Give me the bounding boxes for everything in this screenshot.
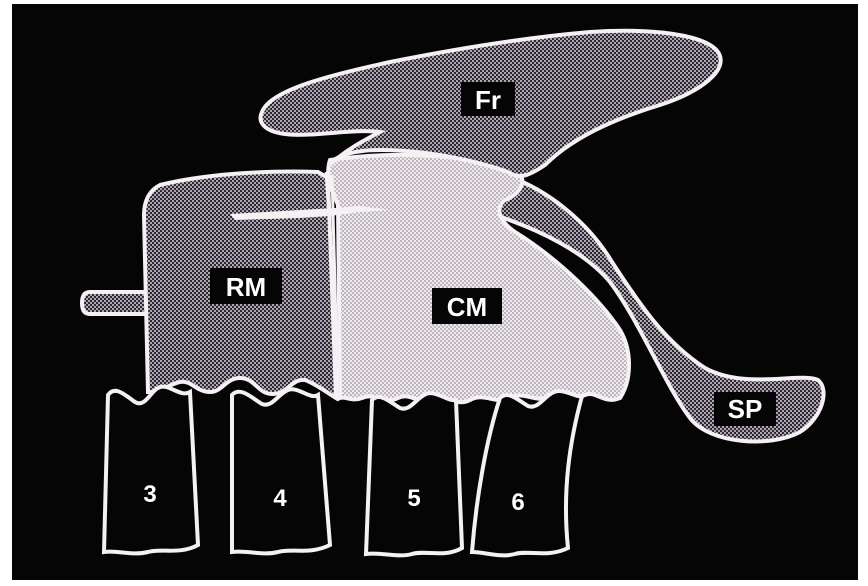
label-sp-text: SP (728, 394, 763, 424)
tooth-6: 6 (472, 391, 582, 555)
tooth-5-label: 5 (407, 485, 420, 512)
tooth-6-label: 6 (511, 489, 524, 516)
region-cm (328, 155, 629, 402)
label-sp: SP (714, 392, 776, 426)
tooth-3-label: 3 (143, 481, 156, 508)
tooth-3: 3 (104, 387, 198, 554)
label-fr-text: Fr (475, 85, 501, 115)
tooth-4-label: 4 (273, 485, 287, 512)
label-rm-text: RM (226, 272, 266, 302)
label-cm-text: CM (447, 292, 487, 322)
diagram-canvas: Fr RM CM SP 3 4 5 6 (12, 4, 858, 580)
tooth-5: 5 (366, 393, 462, 555)
label-fr: Fr (461, 82, 515, 116)
left-stub (82, 292, 148, 314)
tooth-4: 4 (232, 389, 330, 553)
diagram-slide: Fr RM CM SP 3 4 5 6 (12, 4, 858, 580)
label-cm: CM (432, 288, 502, 324)
label-rm: RM (210, 268, 282, 304)
